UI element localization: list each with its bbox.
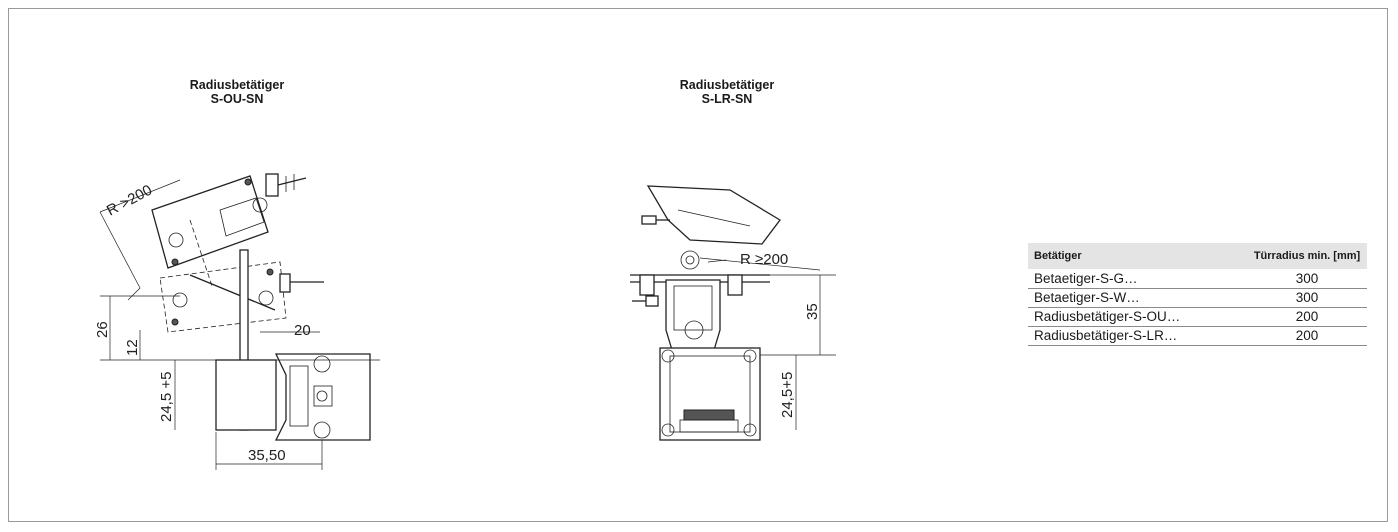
cell-actuator: Betaetiger-S-W… — [1028, 288, 1247, 308]
dim-24-5: 24,5 +5 — [158, 372, 175, 422]
dim-12: 12 — [124, 339, 141, 356]
dim-20: 20 — [294, 322, 311, 339]
dim-radius: R >200 — [104, 182, 155, 220]
door-radius-table: Betätiger Türradius min. [mm] Betaetiger… — [1028, 243, 1367, 346]
dim-35-50: 35,50 — [248, 447, 286, 464]
page-frame — [8, 8, 1388, 522]
column-header-door-radius: Türradius min. [mm] — [1247, 243, 1367, 269]
cell-radius: 300 — [1247, 269, 1367, 289]
cell-radius: 300 — [1247, 288, 1367, 308]
technical-drawing-s-ou-sn: R >200 26 12 20 24,5 +5 35,50 — [94, 173, 380, 470]
cell-radius: 200 — [1247, 326, 1367, 346]
title-line-1: Radiusbetätiger — [679, 78, 775, 92]
title-line-1: Radiusbetätiger — [189, 78, 285, 92]
column-header-actuator: Betätiger — [1028, 243, 1247, 269]
technical-drawing-s-lr-sn: R ≥200 35 24,5+5 — [630, 185, 836, 441]
cell-actuator: Radiusbetätiger-S-LR… — [1028, 326, 1247, 346]
dim-radius: R ≥200 — [740, 251, 788, 268]
cell-radius: 200 — [1247, 307, 1367, 327]
dim-35: 35 — [804, 303, 821, 320]
table-header-row: Betätiger Türradius min. [mm] — [1028, 243, 1367, 269]
table-row: Betaetiger-S-W… 300 — [1028, 288, 1367, 308]
table-row: Radiusbetätiger-S-LR… 200 — [1028, 326, 1367, 346]
dim-26: 26 — [94, 321, 111, 338]
dim-24-5: 24,5+5 — [779, 372, 796, 418]
cell-actuator: Radiusbetätiger-S-OU… — [1028, 307, 1247, 327]
table-row: Radiusbetätiger-S-OU… 200 — [1028, 307, 1367, 327]
drawing-title-s-ou-sn: Radiusbetätiger S-OU-SN — [127, 78, 347, 106]
title-line-2: S-OU-SN — [210, 92, 264, 106]
cell-actuator: Betaetiger-S-G… — [1028, 269, 1247, 289]
table-row: Betaetiger-S-G… 300 — [1028, 269, 1367, 289]
drawing-title-s-lr-sn: Radiusbetätiger S-LR-SN — [617, 78, 837, 106]
title-line-2: S-LR-SN — [701, 92, 753, 106]
